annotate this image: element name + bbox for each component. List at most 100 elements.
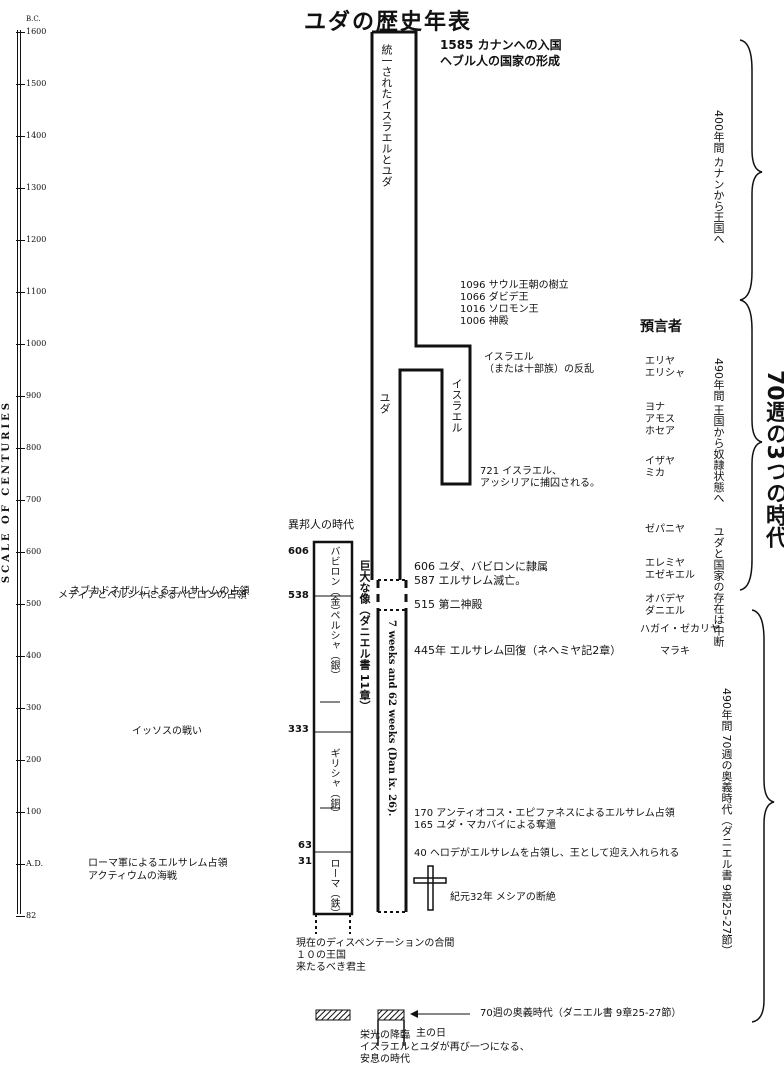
united-kingdom-label: 統一されたイスラエルとユダ: [380, 44, 393, 187]
period-400-years: 400年間 カナンから王国へ: [712, 110, 725, 245]
empire-rome: ローマ（鉄）: [328, 858, 339, 918]
israel-end-block: [377, 1009, 405, 1021]
prophet-zephaniah: ゼパニヤ: [645, 524, 685, 535]
weeks-label: 7 weeks and 62 weeks (Dan ix. 26).: [386, 620, 397, 817]
year-31: 31: [298, 856, 312, 867]
big-period-label: 70週の3つの時代: [762, 370, 784, 548]
scale-tick: [16, 500, 25, 501]
event-1585: 1585 カナンへの入国: [440, 38, 562, 52]
empire-greece: ギリシャ（銅）: [328, 748, 339, 818]
brace-490-years-a: [739, 299, 763, 591]
event-revolt-1: イスラエル: [484, 352, 534, 363]
event-ad32: 紀元32年 メシアの断絶: [450, 892, 556, 903]
scale-tick: [16, 708, 25, 709]
left-event-issus: イッソスの戦い: [132, 726, 202, 737]
prophet-haggai-zechariah: ハガイ・ゼカリヤ: [640, 624, 720, 635]
prophet-malachi: マラキ: [660, 646, 690, 657]
year-333: 333: [288, 724, 309, 735]
event-170: 170 アンティオコス・エピファネスによるエルサレム占領: [414, 808, 675, 819]
scale-tick: [16, 760, 25, 761]
bottom-ten-kingdoms: １０の王国: [296, 950, 346, 961]
period-490-years-kingdom: 490年間 王国から奴隷状態へ: [712, 358, 725, 504]
event-515: 515 第二神殿: [414, 598, 483, 611]
empire-persia: ペルシャ（銀）: [328, 610, 339, 680]
bottom-day-of-lord: 主の日: [416, 1028, 446, 1039]
scale-tick: [16, 864, 25, 865]
scale-tick: [16, 812, 25, 813]
period-interrupted: ユダと国家の存在は中断: [712, 526, 725, 647]
scale-tick: [16, 84, 25, 85]
event-40: 40 ヘロデがエルサレムを占領し、王として迎え入れられる: [414, 848, 680, 859]
scale-axis: [20, 30, 21, 914]
event-165: 165 ユダ・マカバイによる奪還: [414, 820, 556, 831]
prophet-micah: ミカ: [645, 468, 665, 479]
scale-tick: [16, 656, 25, 657]
event-445: 445年 エルサレム回復（ネヘミヤ記2章）: [414, 644, 622, 657]
scale-tick: [16, 188, 25, 189]
scale-tick-label: 82: [26, 911, 37, 920]
prophet-elisha: エリシャ: [645, 368, 685, 379]
great-image-label: 巨大な像（ダニエル書 11章）: [358, 560, 371, 712]
year-63: 63: [298, 840, 312, 851]
left-event-roman-jerusalem: ローマ軍によるエルサレム占領: [88, 858, 228, 869]
scale-tick: [16, 552, 25, 553]
prophet-isaiah: イザヤ: [645, 456, 675, 467]
scale-unit-label: B.C.: [26, 15, 41, 23]
scale-tick-label: 600: [26, 547, 42, 556]
bottom-glory-2: イスラエルとユダが再び一つになる、: [360, 1042, 530, 1053]
event-1066: 1066 ダビデ王: [460, 292, 529, 303]
prophet-jeremiah: エレミヤ: [645, 558, 685, 569]
event-revolt-2: （または十部族）の反乱: [484, 364, 594, 375]
prophet-ezekiel: エゼキエル: [645, 570, 695, 581]
prophet-amos: アモス: [645, 414, 675, 425]
scale-tick-label: 1400: [26, 131, 47, 140]
scale-tick-label: 700: [26, 495, 42, 504]
event-hebrew-nation: ヘブル人の国家の形成: [440, 54, 561, 68]
event-606: 606 ユダ、バビロンに隷属: [414, 560, 548, 573]
scale-tick-label: 400: [26, 651, 42, 660]
left-event-nebuchadnezzar: ネブカドネザルによるエルサレムの占領: [70, 586, 250, 597]
prophet-elijah: エリヤ: [645, 356, 675, 367]
bottom-glory-3: 安息の時代: [360, 1054, 410, 1065]
scale-tick: [16, 448, 25, 449]
israel-label: イスラエル: [450, 378, 463, 433]
scale-tick-label: A.D.: [26, 859, 43, 868]
bottom-coming-prince: 来たるべき君主: [296, 962, 366, 973]
event-587: 587 エルサレム滅亡。: [414, 574, 527, 587]
year-538: 538: [288, 590, 309, 601]
scale-tick-label: 1000: [26, 339, 47, 348]
scale-tick: [16, 916, 25, 917]
gentile-bar: [312, 540, 354, 916]
scale-tick-label: 800: [26, 443, 42, 452]
event-721-b: アッシリアに捕囚される。: [480, 478, 600, 489]
scale-tick-label: 1600: [26, 27, 47, 36]
scale-tick: [16, 396, 25, 397]
left-event-actium: アクティウムの海戦: [88, 871, 177, 882]
prophet-hosea: ホセア: [645, 426, 675, 437]
united-kingdom-bar: [372, 30, 472, 580]
brace-490-years-b: [751, 609, 775, 1023]
scale-tick: [16, 604, 25, 605]
scale-tick: [16, 136, 25, 137]
period-490-years-weeks: 490年間 70週の奥義時代（ダニエル書 9章25-27節）: [720, 688, 733, 956]
scale-tick: [16, 344, 25, 345]
scale-tick-label: 1300: [26, 183, 47, 192]
prophet-jonah: ヨナ: [645, 402, 665, 413]
gentiles-header: 異邦人の時代: [288, 518, 354, 531]
scale-axis-inner: [17, 30, 18, 914]
scale-tick-label: 900: [26, 391, 42, 400]
scale-tick-label: 500: [26, 599, 42, 608]
scale-tick-label: 1500: [26, 79, 47, 88]
event-1006: 1006 神殿: [460, 316, 509, 327]
judah-label: ユダ: [378, 392, 391, 414]
prophet-obadiah: オバデヤ: [645, 594, 685, 605]
scale-tick: [16, 292, 25, 293]
event-1016: 1016 ソロモン王: [460, 304, 539, 315]
scale-tick-label: 1200: [26, 235, 47, 244]
scale-tick-label: 1100: [26, 287, 47, 296]
empire-babylon: バビロン（金）: [328, 546, 339, 616]
prophet-daniel: ダニエル: [645, 606, 685, 617]
arrow-head: [410, 1010, 418, 1018]
bottom-glory-1: 栄光の降臨: [360, 1030, 410, 1041]
prophets-header: 預言者: [640, 319, 682, 335]
